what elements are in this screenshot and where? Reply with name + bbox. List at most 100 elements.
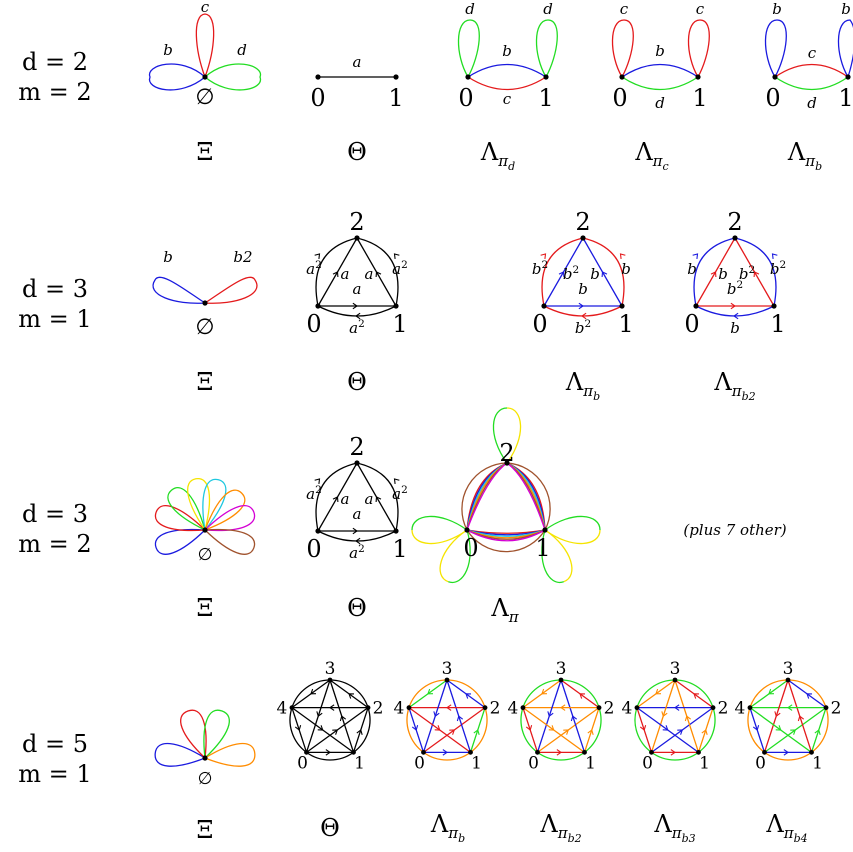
vertex-label-2: 2 bbox=[831, 699, 842, 719]
bundle-edge-0-2 bbox=[466, 462, 508, 531]
vertex-4 bbox=[289, 705, 295, 711]
vertex-4 bbox=[634, 705, 640, 711]
arrow-head bbox=[579, 693, 586, 699]
row-1-xi-graph: b c d ∅ bbox=[149, 0, 261, 110]
vertex-label-1: 1 bbox=[585, 753, 596, 773]
svg-text:Λπb3: Λπb3 bbox=[653, 810, 695, 845]
row-3-d-label: d = 3 bbox=[22, 500, 88, 528]
arrow-head bbox=[619, 253, 626, 260]
arrow-head bbox=[733, 312, 739, 320]
xi-vertex bbox=[202, 527, 208, 533]
vertex-label-1: 1 bbox=[471, 753, 482, 773]
loop-v1-right-a bbox=[544, 515, 601, 531]
arrow-head bbox=[692, 253, 699, 260]
arrow-head bbox=[317, 725, 324, 731]
arrow-head bbox=[525, 725, 533, 731]
arrow-head bbox=[601, 271, 608, 278]
bundle-edge-2-1 bbox=[506, 462, 546, 531]
arrow-head bbox=[465, 693, 472, 699]
row-1-m-label: m = 2 bbox=[18, 78, 91, 106]
edge-label: b bbox=[687, 260, 697, 278]
bundle-edge-0-1 bbox=[466, 529, 546, 542]
vertex-0 bbox=[693, 303, 699, 309]
outer-edge-0-2 bbox=[541, 237, 584, 307]
svg-text:∅: ∅ bbox=[195, 315, 214, 340]
row-1-lambda-pi-b: b b c d 0 1 bbox=[764, 0, 853, 112]
xi-loop bbox=[180, 709, 207, 760]
outer-arc bbox=[291, 679, 331, 708]
outer-arc bbox=[520, 707, 538, 753]
vertex-label-4: 4 bbox=[508, 699, 519, 719]
outer-edge-2-1 bbox=[356, 237, 399, 307]
arrow-head bbox=[578, 302, 584, 310]
svg-text:Λπb: Λπb bbox=[787, 138, 822, 173]
svg-text:Λπb2: Λπb2 bbox=[539, 810, 581, 845]
outer-edge-2-1 bbox=[734, 237, 777, 307]
svg-text:1: 1 bbox=[838, 84, 853, 112]
edge-label: a bbox=[341, 265, 350, 283]
vertex-1 bbox=[393, 303, 399, 309]
row-1-captions: Ξ Θ Λπd Λπc Λπb bbox=[197, 138, 823, 173]
vertex-label-4: 4 bbox=[735, 699, 746, 719]
arrow-head bbox=[548, 725, 555, 731]
svg-text:b: b bbox=[655, 42, 665, 60]
vertex-4 bbox=[520, 705, 526, 711]
svg-text:d: d bbox=[543, 0, 553, 18]
bundle-edge-0-2 bbox=[466, 462, 508, 531]
outer-arc bbox=[408, 679, 448, 708]
vertex-label-1: 1 bbox=[770, 310, 785, 338]
bundle-edge-0-2 bbox=[466, 462, 508, 531]
xi-vertex-label: ∅ bbox=[195, 85, 214, 110]
svg-text:1: 1 bbox=[538, 84, 553, 112]
vertex-0 bbox=[541, 303, 547, 309]
edge-label: b2 bbox=[727, 279, 743, 298]
outer-arc bbox=[289, 707, 307, 753]
loop-v2-b bbox=[506, 407, 522, 464]
arrow-head bbox=[570, 715, 578, 722]
arrow-head bbox=[442, 749, 448, 756]
edge-label: a bbox=[353, 280, 362, 298]
outer-edge-0-2 bbox=[693, 237, 736, 307]
arrow-head bbox=[710, 271, 717, 278]
xi-loop bbox=[203, 742, 256, 767]
arrow-head bbox=[325, 749, 331, 756]
vertex-label-0: 0 bbox=[306, 310, 321, 338]
arrow-head bbox=[540, 253, 547, 260]
vertex-0 bbox=[315, 303, 321, 309]
arrow-head bbox=[314, 253, 321, 260]
vertex-4 bbox=[747, 705, 753, 711]
svg-text:0: 0 bbox=[765, 84, 780, 112]
vertex-label-0: 0 bbox=[297, 753, 308, 773]
arrow-head bbox=[411, 725, 419, 731]
edge-label: b2 bbox=[739, 264, 755, 283]
arrow-head bbox=[339, 715, 347, 722]
row-4-d-label: d = 5 bbox=[22, 730, 88, 758]
arrow-head bbox=[356, 729, 363, 735]
outer-arc bbox=[634, 707, 652, 753]
vertex-label-2: 2 bbox=[349, 433, 364, 461]
vertex-0 bbox=[649, 749, 654, 755]
theta-v1: 1 bbox=[388, 84, 403, 112]
outer-edge-0-1 bbox=[543, 305, 623, 317]
arrow-head bbox=[348, 693, 355, 699]
vertex-label-2: 2 bbox=[604, 699, 615, 719]
arrow-head bbox=[332, 271, 339, 278]
arrow-head bbox=[314, 478, 321, 485]
outer-arc bbox=[470, 707, 488, 753]
row-3-captions: Ξ Θ Λπ bbox=[197, 594, 520, 626]
svg-text:Θ: Θ bbox=[347, 138, 367, 166]
outer-arc bbox=[698, 707, 716, 753]
outer-arc bbox=[306, 751, 354, 761]
arrow-head bbox=[814, 729, 821, 735]
edge-label: b bbox=[590, 265, 600, 283]
outer-edge-0-1 bbox=[317, 305, 397, 317]
outer-arc-0-2 bbox=[461, 462, 508, 531]
